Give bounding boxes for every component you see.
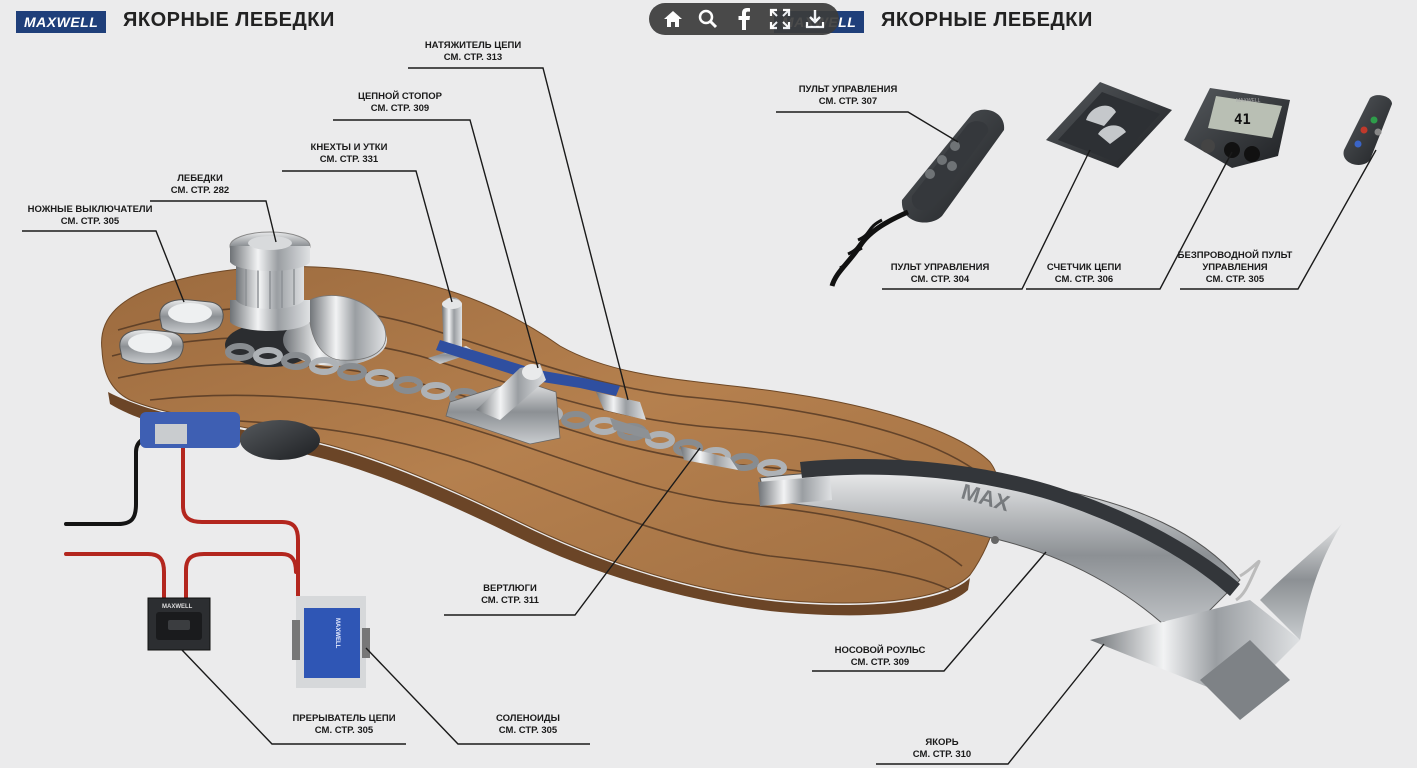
page-title-right: ЯКОРНЫЕ ЛЕБЕДКИ xyxy=(881,9,1093,31)
wall-control-panel xyxy=(1046,82,1172,168)
callout-winches-name: ЛЕБЕДКИ xyxy=(177,173,223,184)
callout-bow-roller-page: СМ. СТР. 309 xyxy=(850,657,910,668)
callout-bow-roller[interactable]: НОСОВОЙ РОУЛЬС СМ. СТР. 309 xyxy=(818,645,942,669)
solenoid-brand: MAXWELL xyxy=(334,618,340,649)
circuit-breaker xyxy=(147,597,211,651)
callout-foot-switches[interactable]: НОЖНЫЕ ВЫКЛЮЧАТЕЛИ СМ. СТР. 305 xyxy=(22,204,158,228)
callout-control-bottom-page: СМ. СТР. 304 xyxy=(910,274,970,285)
fullscreen-button[interactable] xyxy=(765,5,795,33)
callout-stopper-name: ЦЕПНОЙ СТОПОР xyxy=(358,91,442,102)
search-button[interactable] xyxy=(693,5,723,33)
callout-control-top-page: СМ. СТР. 307 xyxy=(818,96,878,107)
callout-chain-counter[interactable]: СЧЕТЧИК ЦЕПИ СМ. СТР. 306 xyxy=(1032,262,1136,286)
breaker-brand: MAXWELL xyxy=(162,604,193,610)
callout-anchor-page: СМ. СТР. 310 xyxy=(912,749,972,760)
plow-anchor xyxy=(1090,520,1344,720)
callout-anchor-name: ЯКОРЬ xyxy=(925,737,959,748)
handheld-remote xyxy=(829,109,1005,287)
callout-control-bottom-name: ПУЛЬТ УПРАВЛЕНИЯ xyxy=(890,262,990,273)
winch-motor xyxy=(140,412,320,460)
callout-tensioner-page: СМ. СТР. 313 xyxy=(443,52,503,63)
callout-control-top[interactable]: ПУЛЬТ УПРАВЛЕНИЯ СМ. СТР. 307 xyxy=(786,84,910,108)
callout-solenoids-name: СОЛЕНОИДЫ xyxy=(496,713,560,724)
callout-stopper[interactable]: ЦЕПНОЙ СТОПОР СМ. СТР. 309 xyxy=(340,91,460,115)
callout-wireless[interactable]: БЕЗПРОВОДНОЙ ПУЛЬТ УПРАВЛЕНИЯ СМ. СТР. 3… xyxy=(1168,250,1302,286)
callout-swivels-name: ВЕРТЛЮГИ xyxy=(483,583,537,594)
callout-solenoids-page: СМ. СТР. 305 xyxy=(498,725,558,736)
callout-cleats-name: КНЕХТЫ И УТКИ xyxy=(310,142,388,153)
callout-swivels-page: СМ. СТР. 311 xyxy=(481,595,539,606)
home-button[interactable] xyxy=(658,5,688,33)
counter-display-value: 41 xyxy=(1234,112,1251,128)
callout-solenoids[interactable]: СОЛЕНОИДЫ СМ. СТР. 305 xyxy=(466,713,590,737)
callout-wireless-page: СМ. СТР. 305 xyxy=(1205,274,1265,285)
download-button[interactable] xyxy=(800,5,830,33)
search-icon xyxy=(699,9,718,29)
maxwell-logo-left: MAXWELL xyxy=(16,11,107,33)
callout-foot-switches-name: НОЖНЫЕ ВЫКЛЮЧАТЕЛИ xyxy=(27,204,153,215)
page-title-left: ЯКОРНЫЕ ЛЕБЕДКИ xyxy=(123,9,335,31)
solenoid-box xyxy=(292,596,370,688)
callout-bow-roller-name: НОСОВОЙ РОУЛЬС xyxy=(834,645,926,656)
callout-foot-switches-page: СМ. СТР. 305 xyxy=(60,216,120,227)
download-icon xyxy=(806,10,825,29)
foot-switches xyxy=(119,299,224,365)
callout-winches[interactable]: ЛЕБЕДКИ СМ. СТР. 282 xyxy=(140,173,260,197)
home-icon xyxy=(663,11,682,27)
callout-wireless-name1: БЕЗПРОВОДНОЙ ПУЛЬТ xyxy=(1177,250,1293,261)
wireless-remote xyxy=(1343,95,1392,165)
callout-tensioner-name: НАТЯЖИТЕЛЬ ЦЕПИ xyxy=(424,40,522,51)
fullscreen-icon xyxy=(769,8,790,30)
callout-winches-page: СМ. СТР. 282 xyxy=(170,185,230,196)
callout-swivels[interactable]: ВЕРТЛЮГИ СМ. СТР. 311 xyxy=(450,583,570,607)
chain-swivel xyxy=(680,446,738,470)
viewer-toolbar xyxy=(649,3,839,35)
chain-tensioner xyxy=(596,392,652,440)
callout-lines xyxy=(22,67,1377,765)
callout-breaker-name: ПРЕРЫВАТЕЛЬ ЦЕПИ xyxy=(292,713,396,724)
chain-counter: 41 xyxy=(1184,88,1290,168)
callout-stopper-page: СМ. СТР. 309 xyxy=(370,103,430,114)
callout-wireless-name2: УПРАВЛЕНИЯ xyxy=(1202,262,1268,273)
callout-control-bottom[interactable]: ПУЛЬТ УПРАВЛЕНИЯ СМ. СТР. 304 xyxy=(878,262,1002,286)
callout-control-top-name: ПУЛЬТ УПРАВЛЕНИЯ xyxy=(798,84,898,95)
callout-anchor[interactable]: ЯКОРЬ СМ. СТР. 310 xyxy=(882,737,1002,761)
callout-chain-counter-page: СМ. СТР. 306 xyxy=(1054,274,1114,285)
callout-chain-counter-name: СЧЕТЧИК ЦЕПИ xyxy=(1046,262,1122,273)
callout-cleats[interactable]: КНЕХТЫ И УТКИ СМ. СТР. 331 xyxy=(289,142,409,166)
callout-tensioner[interactable]: НАТЯЖИТЕЛЬ ЦЕПИ СМ. СТР. 313 xyxy=(413,40,533,64)
callout-breaker-page: СМ. СТР. 305 xyxy=(314,725,374,736)
callout-breaker[interactable]: ПРЕРЫВАТЕЛЬ ЦЕПИ СМ. СТР. 305 xyxy=(278,713,410,737)
callout-cleats-page: СМ. СТР. 331 xyxy=(319,154,379,165)
facebook-button[interactable] xyxy=(729,5,759,33)
counter-brand: MAXWELL xyxy=(1236,98,1261,104)
chain-stopper xyxy=(445,364,561,445)
facebook-icon xyxy=(738,8,750,30)
